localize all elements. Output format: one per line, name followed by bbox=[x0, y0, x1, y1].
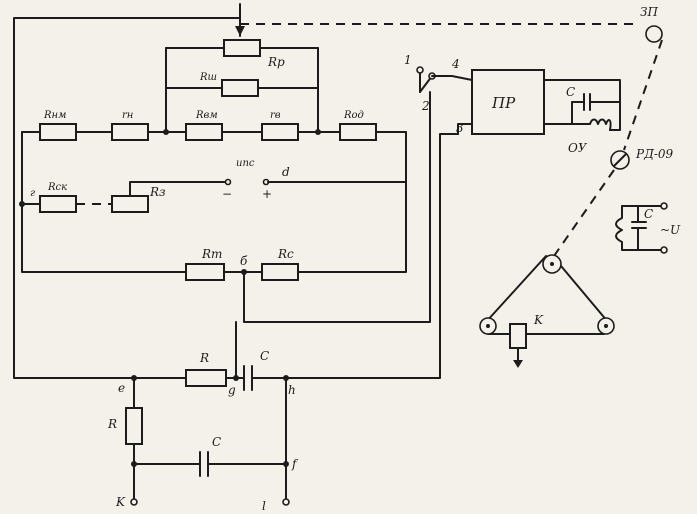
resistor-rsk bbox=[39, 195, 77, 213]
label-ips: ипс bbox=[236, 158, 255, 169]
label-node-e: e bbox=[118, 381, 125, 395]
lower-rc-network bbox=[125, 365, 297, 506]
label-sw1: 1 bbox=[404, 53, 412, 67]
label-node-k: K bbox=[115, 495, 126, 509]
label-sw2: 2 bbox=[421, 99, 430, 113]
label-pr: ПР bbox=[491, 94, 516, 112]
resistor-r-low bbox=[125, 407, 143, 445]
label-rv: rв bbox=[270, 110, 281, 121]
label-ou: ОУ bbox=[568, 141, 588, 155]
slider-k bbox=[509, 323, 527, 349]
label-node-d: d bbox=[282, 165, 290, 179]
resistor-rsh bbox=[221, 79, 259, 97]
label-rnm: Rнм bbox=[43, 110, 66, 121]
label-c-pr: C bbox=[566, 85, 575, 99]
label-node-h: h bbox=[288, 383, 296, 397]
label-node-g: g bbox=[228, 383, 236, 397]
resistor-rt bbox=[185, 263, 225, 281]
resistor-r-mid bbox=[185, 369, 227, 387]
label-node-b: б bbox=[240, 254, 248, 268]
resistor-rod bbox=[339, 123, 377, 141]
label-node-f: f bbox=[291, 457, 299, 471]
label-node-g-small: г bbox=[30, 188, 35, 199]
bridge-bottom bbox=[185, 91, 431, 379]
label-sw4: 4 bbox=[451, 57, 460, 71]
terminal-k bbox=[130, 498, 138, 506]
outer-frame-wire bbox=[13, 3, 245, 379]
label-rz: Rз bbox=[149, 185, 166, 199]
resistor-rv bbox=[261, 123, 299, 141]
amplifier-box bbox=[471, 69, 545, 135]
bridge-right-wire bbox=[297, 131, 407, 273]
label-zp: ЗП bbox=[640, 5, 658, 19]
label-plus: + bbox=[262, 187, 272, 201]
amplifier-pr bbox=[295, 69, 621, 379]
label-rn: rн bbox=[122, 110, 133, 121]
label-c-low: C bbox=[212, 435, 221, 449]
label-minus: − bbox=[222, 187, 232, 201]
label-ac-v: ~U bbox=[660, 223, 681, 237]
resistor-rc bbox=[261, 263, 299, 281]
label-sw3: 3 bbox=[456, 121, 464, 135]
bridge-left-wire bbox=[21, 131, 187, 273]
label-rvm: Rвм bbox=[195, 110, 218, 121]
label-rc: Rc bbox=[277, 247, 294, 261]
label-r-low: R bbox=[107, 417, 117, 431]
resistor-rvm bbox=[185, 123, 223, 141]
mechanical-linkage bbox=[240, 23, 663, 257]
ac-supply bbox=[615, 202, 668, 254]
label-rsh: Rш bbox=[199, 72, 217, 83]
label-node-l: l bbox=[262, 499, 266, 513]
resistor-rp bbox=[223, 39, 261, 57]
bridge-top-line bbox=[21, 123, 407, 141]
resistor-rn bbox=[111, 123, 149, 141]
label-rod: Rод bbox=[343, 110, 364, 121]
label-c-ac: C bbox=[644, 207, 653, 221]
label-k-pot: K bbox=[533, 313, 544, 327]
label-c-mid: C bbox=[260, 349, 269, 363]
belt-drive bbox=[479, 254, 615, 368]
terminal-l bbox=[282, 498, 290, 506]
label-r-mid: R bbox=[199, 351, 209, 365]
resistor-rnm bbox=[39, 123, 77, 141]
label-rd09: РД-09 bbox=[635, 147, 674, 161]
switch-1-2 bbox=[416, 66, 473, 93]
rp-branch bbox=[165, 39, 319, 133]
resistor-rz bbox=[111, 195, 149, 213]
rsk-rz-branch bbox=[19, 178, 407, 213]
label-rsk: Rск bbox=[47, 182, 67, 193]
label-rp: Rp bbox=[267, 55, 285, 69]
label-rt: Rт bbox=[201, 247, 222, 261]
pulley-zp bbox=[645, 25, 663, 43]
